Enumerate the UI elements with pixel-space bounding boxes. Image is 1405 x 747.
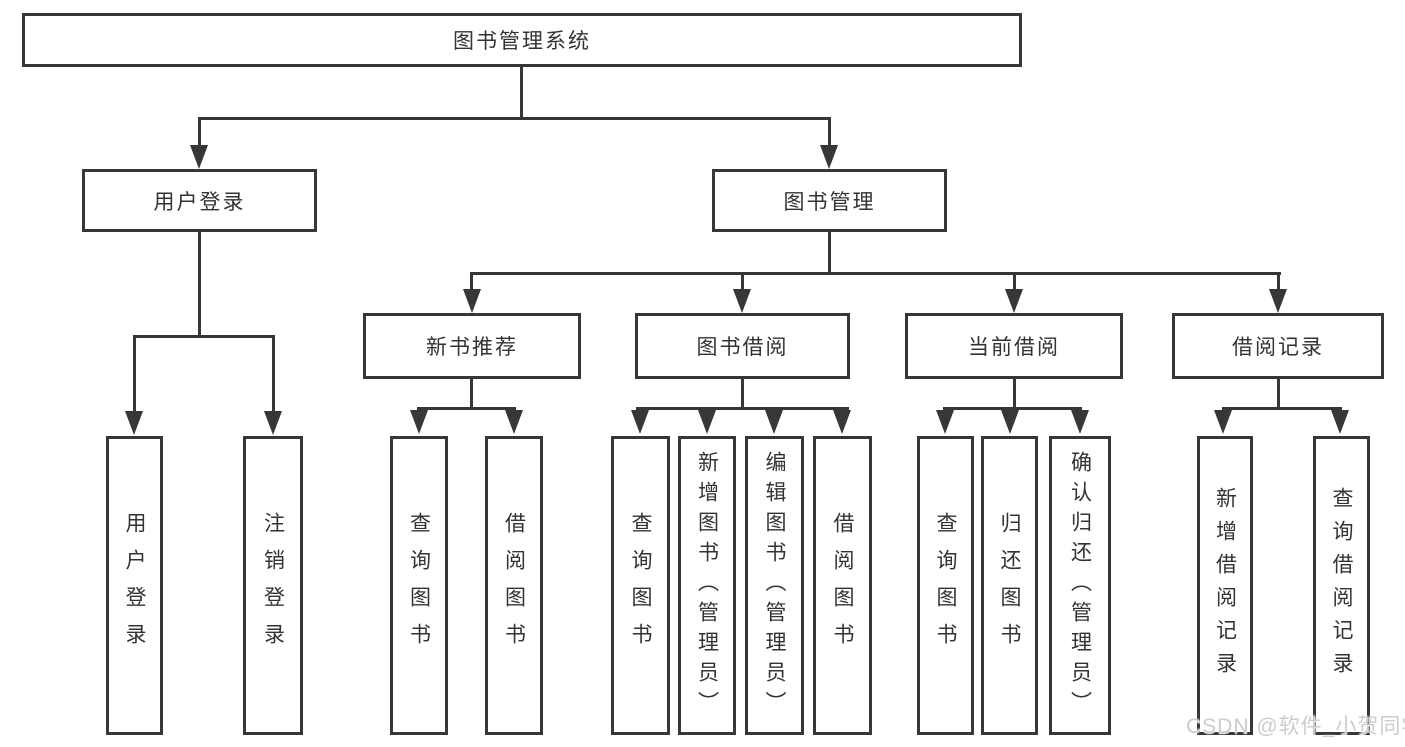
connector-current-borrowing-rail — [943, 407, 1082, 410]
arrowhead — [1269, 289, 1287, 313]
arrowhead — [463, 289, 481, 313]
connector-level3-rail — [470, 272, 1281, 275]
connector-book-management-drop — [828, 232, 831, 275]
connector-book-borrowing-rail — [636, 407, 849, 410]
arrowhead — [631, 410, 649, 434]
leaf-user-login: 用户登录 — [106, 436, 163, 735]
leaf-add-book-admin: 新增图书（管理员） — [678, 436, 736, 735]
arrowhead — [264, 411, 282, 435]
arrowhead — [1214, 410, 1232, 434]
arrowhead — [410, 410, 428, 434]
node-book-borrowing: 图书借阅 — [635, 313, 850, 379]
connector-leaf-stub — [272, 335, 275, 413]
arrowhead — [936, 410, 954, 434]
leaf-logout: 注销登录 — [243, 436, 303, 735]
connector-user-login-rail — [133, 335, 275, 338]
arrowhead — [698, 410, 716, 434]
arrowhead — [833, 410, 851, 434]
arrowhead — [765, 410, 783, 434]
connector-book-management-stub — [828, 117, 831, 149]
leaf-return-books: 归还图书 — [981, 436, 1038, 735]
leaf-borrow-books-borrowing: 借阅图书 — [813, 436, 872, 735]
node-user-login: 用户登录 — [82, 169, 317, 232]
connector-leaf-stub — [133, 335, 136, 413]
leaf-query-books-borrowing: 查询图书 — [611, 436, 670, 735]
arrowhead — [1331, 410, 1349, 434]
leaf-edit-book-admin: 编辑图书（管理员） — [745, 436, 804, 735]
connector-root-drop — [520, 67, 523, 119]
arrowhead — [1071, 410, 1089, 434]
connector-new-book-drop — [470, 379, 473, 410]
node-book-management: 图书管理 — [712, 169, 947, 232]
watermark: CSDN @软件_小贺同学 — [1186, 715, 1405, 738]
leaf-confirm-return-admin: 确认归还（管理员） — [1049, 436, 1111, 735]
leaf-query-books-recommend: 查询图书 — [390, 436, 448, 735]
connector-book-borrowing-drop — [741, 379, 744, 410]
leaf-add-borrow-record: 新增借阅记录 — [1197, 436, 1253, 735]
arrowhead — [820, 145, 838, 169]
arrowhead — [125, 411, 143, 435]
connector-new-book-rail — [417, 407, 516, 410]
arrowhead — [1005, 289, 1023, 313]
arrowhead — [1001, 410, 1019, 434]
connector-user-login-stub — [198, 117, 201, 149]
arrowhead — [733, 289, 751, 313]
connector-level2-rail — [198, 117, 831, 120]
connector-leaf-stub — [741, 272, 744, 291]
node-borrow-records: 借阅记录 — [1172, 313, 1384, 379]
leaf-query-books-current: 查询图书 — [917, 436, 974, 735]
connector-borrow-records-rail — [1222, 407, 1342, 410]
connector-leaf-stub — [470, 272, 473, 291]
leaf-borrow-books-recommend: 借阅图书 — [485, 436, 543, 735]
arrowhead — [505, 410, 523, 434]
leaf-query-borrow-record: 查询借阅记录 — [1313, 436, 1370, 735]
node-new-book-recommend: 新书推荐 — [363, 313, 581, 379]
connector-leaf-stub — [1013, 272, 1016, 291]
connector-user-login-drop — [198, 232, 201, 338]
node-root: 图书管理系统 — [22, 13, 1022, 67]
connector-borrow-records-drop — [1277, 379, 1280, 410]
connector-current-borrowing-drop — [1013, 379, 1016, 410]
node-current-borrowing: 当前借阅 — [905, 313, 1123, 379]
connector-leaf-stub — [1277, 272, 1280, 291]
arrowhead — [190, 145, 208, 169]
